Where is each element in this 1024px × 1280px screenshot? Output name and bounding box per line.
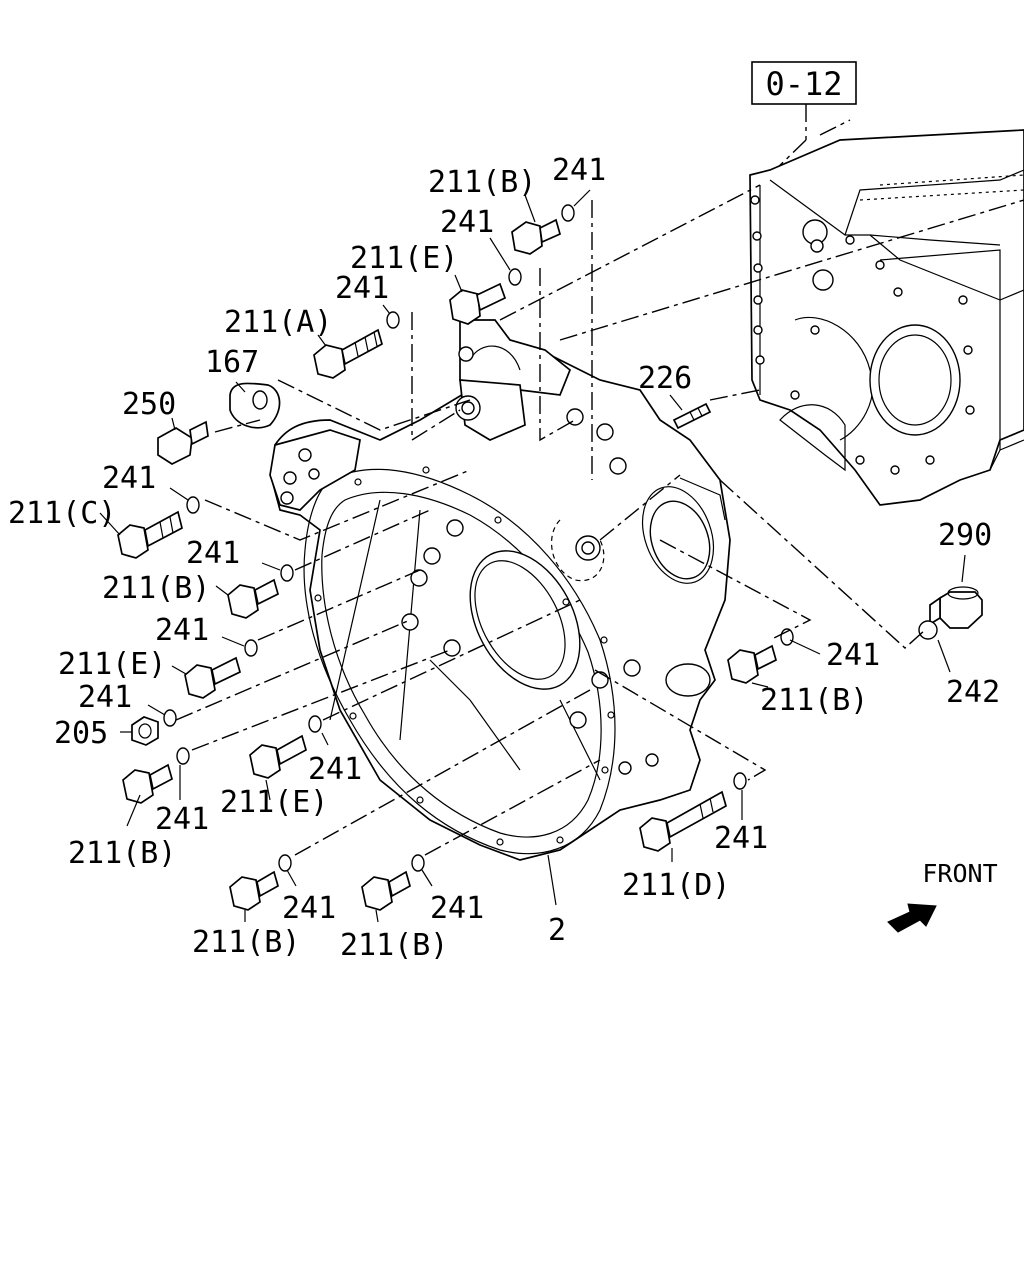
bolt-211d bbox=[639, 790, 728, 852]
reference-label: 0-12 bbox=[765, 65, 842, 103]
callout-211e-top: 211(E) bbox=[350, 241, 458, 276]
bolt-211b-bottom1 bbox=[229, 870, 280, 911]
callout-211b-lower-left: 211(B) bbox=[68, 836, 176, 871]
callout-2: 2 bbox=[548, 913, 566, 948]
callout-241-right: 241 bbox=[826, 638, 880, 673]
assembly-lines bbox=[175, 184, 1024, 856]
callout-211c: 211(C) bbox=[8, 496, 116, 531]
bolt-211e-top bbox=[449, 282, 507, 325]
callout-226: 226 bbox=[638, 361, 692, 396]
bolt-211b-top bbox=[511, 218, 562, 255]
callout-211a: 211(A) bbox=[224, 305, 332, 340]
callout-241-top-right: 241 bbox=[552, 153, 606, 188]
callout-242: 242 bbox=[946, 675, 1000, 710]
reference-box[interactable]: 0-12 bbox=[751, 61, 857, 105]
callout-211b-bottom1: 211(B) bbox=[192, 925, 300, 960]
leader-lines bbox=[99, 189, 966, 923]
flywheel-housing bbox=[269, 319, 731, 861]
bolt-211b-right bbox=[727, 644, 778, 684]
nut-205 bbox=[131, 716, 159, 746]
bolt-211e-left bbox=[184, 656, 242, 699]
bolt-211b-left bbox=[227, 578, 280, 619]
front-arrow-icon bbox=[887, 903, 937, 933]
callout-211b-top: 211(B) bbox=[428, 165, 536, 200]
callout-241-lower-left: 241 bbox=[155, 802, 209, 837]
callout-211b-bottom2: 211(B) bbox=[340, 928, 448, 963]
engine-timing-case bbox=[749, 129, 1024, 506]
washers-241 bbox=[163, 204, 794, 872]
callout-290: 290 bbox=[938, 518, 992, 553]
callout-241-top: 241 bbox=[440, 205, 494, 240]
callout-205: 205 bbox=[54, 716, 108, 751]
stud-226 bbox=[672, 402, 712, 430]
callout-241-left1: 241 bbox=[102, 461, 156, 496]
front-label: FRONT bbox=[922, 859, 997, 888]
callout-241-upper: 241 bbox=[335, 271, 389, 306]
bolt-211b-lower-left bbox=[122, 763, 174, 804]
callout-211e-left: 211(E) bbox=[58, 647, 166, 682]
bolt-250 bbox=[157, 420, 209, 465]
callout-241-bottom1: 241 bbox=[282, 891, 336, 926]
bolt-211e-mid bbox=[249, 734, 308, 779]
o-ring bbox=[641, 486, 715, 584]
callout-167: 167 bbox=[205, 345, 259, 380]
callout-labels: 211(B) 241 241 211(E) 241 211(A) 167 250… bbox=[8, 153, 1000, 963]
plug-290 bbox=[929, 586, 983, 629]
callout-241-bottom-d: 241 bbox=[714, 821, 768, 856]
callout-211b-left: 211(B) bbox=[102, 571, 210, 606]
front-indicator: FRONT bbox=[887, 859, 998, 933]
callout-241-bottom2: 241 bbox=[430, 891, 484, 926]
bracket-167 bbox=[229, 382, 281, 429]
callout-241-left3: 241 bbox=[155, 613, 209, 648]
bolt-211c bbox=[117, 510, 183, 559]
bolt-211b-bottom2 bbox=[361, 870, 412, 911]
callout-241-left2: 241 bbox=[186, 536, 240, 571]
oring-242 bbox=[918, 620, 938, 640]
callout-211d: 211(D) bbox=[622, 868, 730, 903]
callout-241-mid: 241 bbox=[308, 752, 362, 787]
callout-211b-right: 211(B) bbox=[760, 683, 868, 718]
callout-211e-mid: 211(E) bbox=[220, 785, 328, 820]
callout-241-left4: 241 bbox=[78, 680, 132, 715]
callout-250: 250 bbox=[122, 387, 176, 422]
